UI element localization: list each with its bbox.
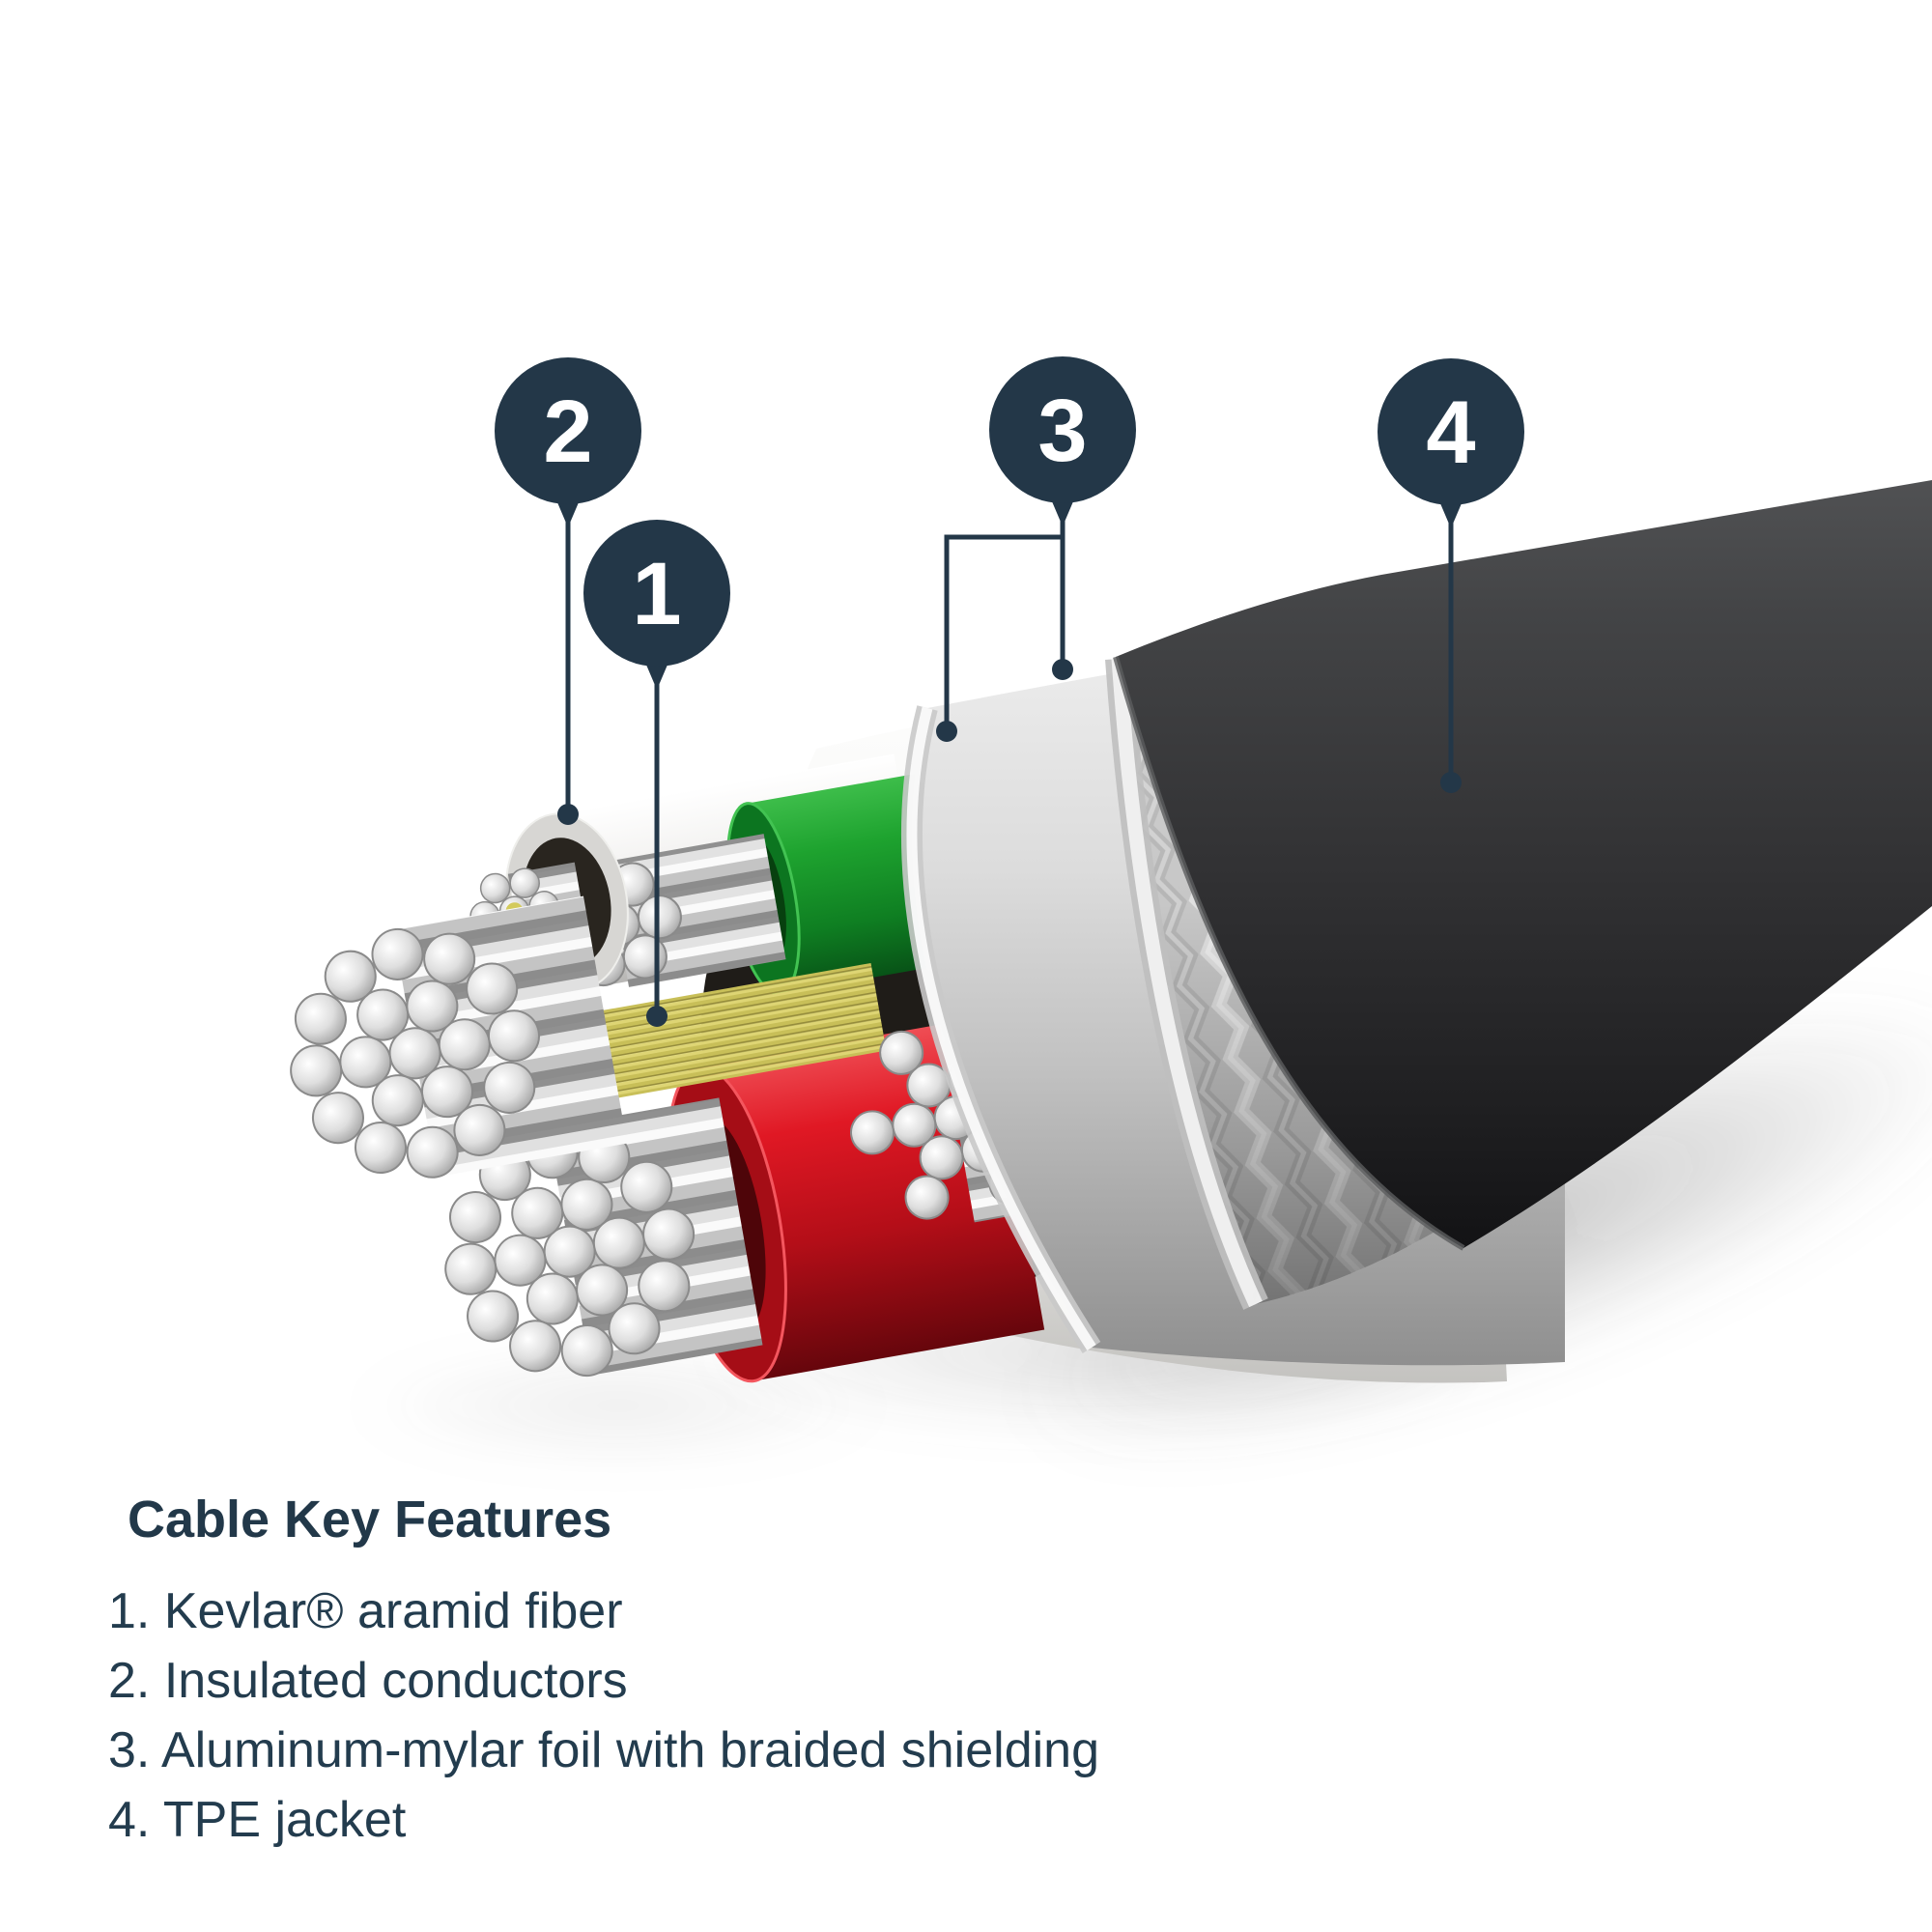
feature-item-1: 1. Kevlar® aramid fiber xyxy=(108,1583,623,1639)
pointer-dot-3a xyxy=(936,721,957,742)
callout-2-marker: 2 xyxy=(495,357,641,527)
callout-3-number: 3 xyxy=(1037,382,1087,480)
callout-2-number: 2 xyxy=(543,383,592,481)
pointer-dot-4 xyxy=(1440,772,1462,793)
strand-bundle-red xyxy=(423,1097,763,1399)
feature-item-4: 4. TPE jacket xyxy=(108,1792,407,1848)
callout-markers: 2 1 3 4 xyxy=(495,356,1524,1027)
feature-item-2: 2. Insulated conductors xyxy=(108,1653,628,1709)
callout-1-number: 1 xyxy=(632,545,681,643)
feature-item-3: 3. Aluminum-mylar foil with braided shie… xyxy=(108,1722,1100,1778)
callout-3-marker: 3 xyxy=(989,356,1136,526)
callout-1-marker: 1 xyxy=(583,520,730,690)
pointer-dot-3b xyxy=(1052,659,1073,680)
features-title: Cable Key Features xyxy=(128,1491,612,1548)
tpe-jacket-layer xyxy=(1113,480,1932,1251)
strand-bundle-left xyxy=(268,895,628,1200)
pointer-dot-1 xyxy=(646,1006,668,1027)
pointer-dot-2 xyxy=(557,804,579,825)
callout-4-marker: 4 xyxy=(1378,358,1524,528)
pointer-line-3 xyxy=(944,520,1065,731)
callout-4-number: 4 xyxy=(1426,384,1475,482)
features-list: 1. Kevlar® aramid fiber 2. Insulated con… xyxy=(108,1577,1099,1855)
